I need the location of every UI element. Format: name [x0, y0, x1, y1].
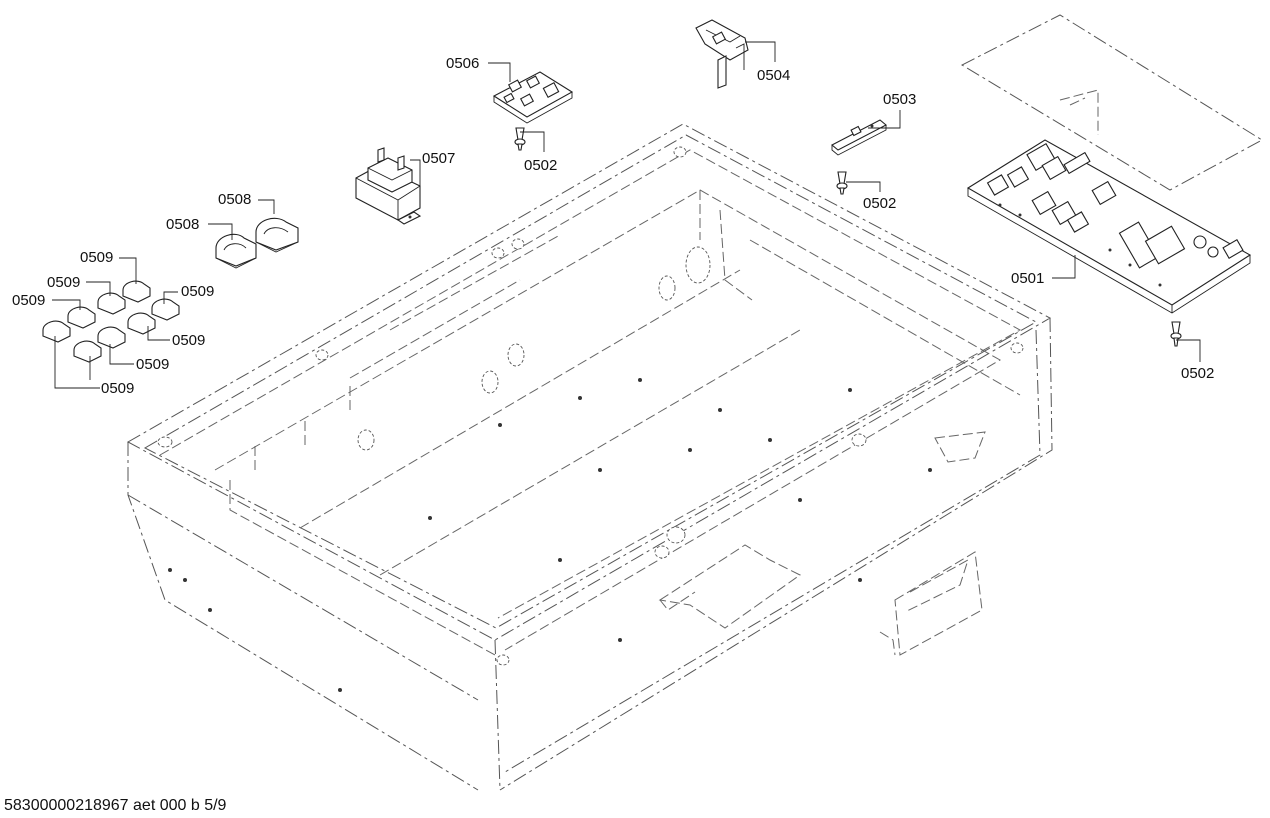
small-pcb	[492, 71, 574, 124]
leader-lines	[52, 41, 1201, 389]
side-bracket	[879, 551, 983, 656]
label-0508-b: 0508	[166, 216, 199, 233]
label-0506: 0506	[446, 55, 479, 72]
label-0509-f: 0509	[136, 356, 169, 373]
label-0503: 0503	[883, 91, 916, 108]
connector-bracket	[695, 19, 749, 89]
housing-holes	[157, 146, 1024, 692]
label-0509-c: 0509	[12, 292, 45, 309]
small-clips	[42, 280, 180, 363]
document-code: 58300000218967 aet 000 b 5/9	[4, 797, 227, 814]
label-0501: 0501	[1011, 270, 1044, 287]
callout-labels: 0501 0502 0502 0502 0503 0504 0506 0507 …	[12, 55, 1214, 397]
label-0502-b: 0502	[863, 195, 896, 212]
cover-plate	[960, 14, 1263, 191]
sensor-board	[831, 119, 887, 156]
label-0504: 0504	[757, 67, 790, 84]
label-0509-e: 0509	[172, 332, 205, 349]
label-0507: 0507	[422, 150, 455, 167]
label-0502-a: 0502	[524, 157, 557, 174]
transformer	[355, 147, 422, 225]
label-0508-a: 0508	[218, 191, 251, 208]
label-0509-g: 0509	[101, 380, 134, 397]
housing-frame	[126, 123, 1053, 791]
label-0509-a: 0509	[80, 249, 113, 266]
main-control-board	[966, 139, 1252, 314]
label-0502-c: 0502	[1181, 365, 1214, 382]
cable-clamps-large	[215, 217, 299, 269]
spacer-pins	[514, 127, 1182, 347]
label-0509-d: 0509	[181, 283, 214, 300]
label-0509-b: 0509	[47, 274, 80, 291]
